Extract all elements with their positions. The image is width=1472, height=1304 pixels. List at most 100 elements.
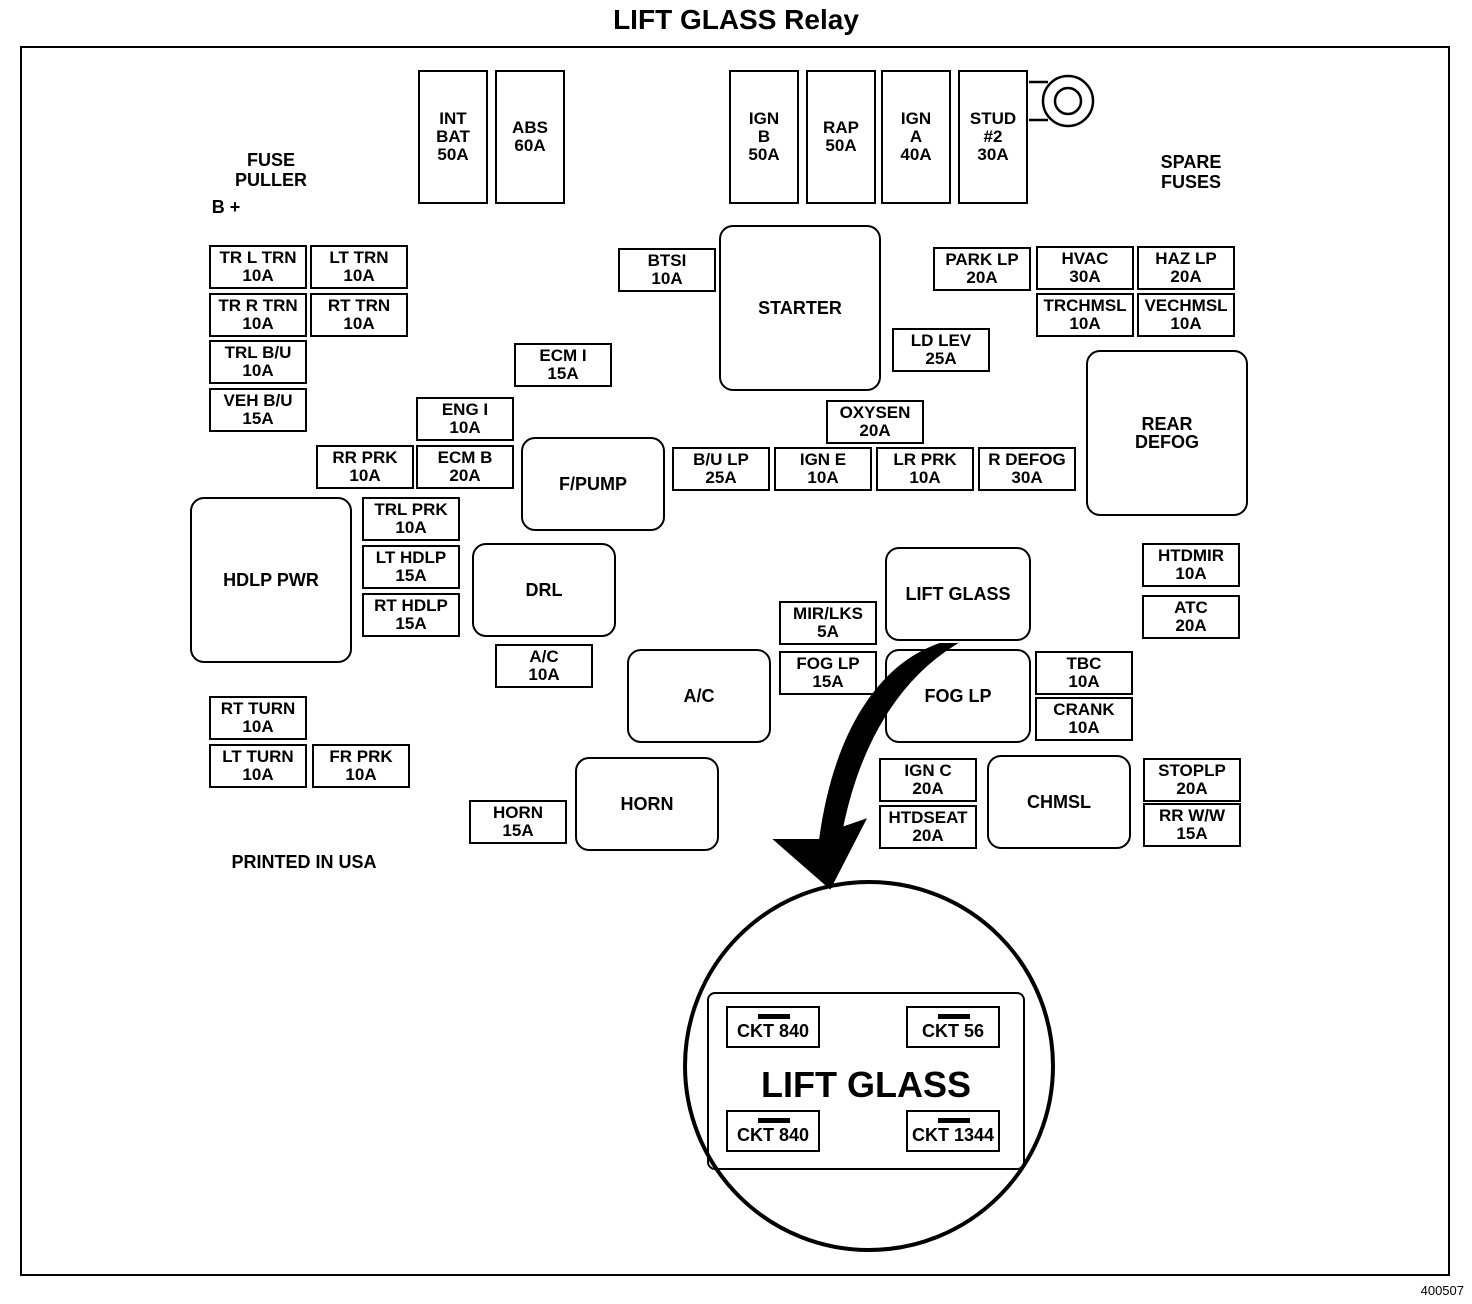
fuse-label-line: 25A xyxy=(705,468,737,487)
fuse-label-line: 15A xyxy=(1176,824,1208,843)
maxi-fuse-label-line: 40A xyxy=(900,145,932,164)
fuse-label-line: R DEFOG xyxy=(988,450,1066,469)
fuse-label-line: 10A xyxy=(343,314,375,333)
stud-terminal-inner-icon xyxy=(1053,86,1083,116)
inset-terminal-ckt-1344: CKT 1344 xyxy=(906,1110,1000,1152)
terminal-blade-icon xyxy=(938,1118,970,1123)
relay-label-line: LIFT GLASS xyxy=(905,584,1011,604)
fuse-label-line: TRL PRK xyxy=(374,500,448,519)
fuse-label-line: FOG LP xyxy=(796,654,860,673)
inset-relay-title: LIFT GLASS xyxy=(761,1064,971,1105)
fuse-label-line: BTSI xyxy=(647,251,687,270)
relay-hdlp-pwr: HDLP PWR xyxy=(190,497,352,663)
maxi-fuse-label-line: INT xyxy=(439,109,467,128)
fuse-label-line: 10A xyxy=(1068,672,1100,691)
spare-fuses-label: SPARE FUSES xyxy=(1146,152,1236,192)
fuse-label-line: OXYSEN xyxy=(839,403,911,422)
fuse-label-line: IGN C xyxy=(904,761,952,780)
fuse-label-line: 30A xyxy=(1011,468,1043,487)
fuse-label-line: RT TURN xyxy=(220,699,296,718)
maxi-fuse-label-line: ABS xyxy=(512,118,548,137)
relay-ac-relay: A/C xyxy=(627,649,771,743)
callout-arrow-icon xyxy=(772,643,959,890)
fuse-label-line: B/U LP xyxy=(693,450,749,469)
fuse-label-line: 10A xyxy=(242,717,274,736)
fuse-label-line: RR PRK xyxy=(332,448,398,467)
fuse-label-line: 10A xyxy=(242,266,274,285)
maxi-fuse-label-line: 50A xyxy=(437,145,469,164)
fuse-box-frame xyxy=(20,46,1450,1276)
relay-label-line: REAR xyxy=(1141,414,1193,434)
fuse-label-line: 15A xyxy=(395,566,427,585)
relay-f-pump: F/PUMP xyxy=(521,437,665,531)
fuse-label-line: VECHMSL xyxy=(1144,296,1228,315)
figure-id: 400507 xyxy=(1420,1283,1464,1298)
fuse-label-line: 10A xyxy=(395,518,427,537)
fuse-label-line: VEH B/U xyxy=(223,391,293,410)
inset-terminal-ckt-840-bottom: CKT 840 xyxy=(726,1110,820,1152)
fuse-label-line: 20A xyxy=(966,268,998,287)
relay-label-line: A/C xyxy=(683,686,715,706)
fuse-label-line: HORN xyxy=(492,803,544,822)
relay-horn-relay: HORN xyxy=(575,757,719,851)
fuse-label-line: RT TRN xyxy=(327,296,391,315)
fuse-label-line: 10A xyxy=(242,314,274,333)
fuse-label-line: 30A xyxy=(1069,267,1101,286)
maxi-fuse-label-line: BAT xyxy=(436,127,470,146)
fuse-label-line: TRCHMSL xyxy=(1043,296,1127,315)
fuse-label-line: HTDSEAT xyxy=(888,808,968,827)
relay-label-line: HORN xyxy=(620,794,674,814)
terminal-blade-icon xyxy=(938,1014,970,1019)
maxi-fuse-label-line: IGN xyxy=(748,109,780,128)
fuse-label-line: 10A xyxy=(242,765,274,784)
maxi-fuse-label-line: 60A xyxy=(514,136,546,155)
inset-terminal-ckt-56: CKT 56 xyxy=(906,1006,1000,1048)
relay-label-line: HDLP PWR xyxy=(223,570,319,590)
fuse-puller-label: FUSE PULLER xyxy=(226,150,316,190)
fuse-label-line: 25A xyxy=(925,349,957,368)
inset-circuit-label: CKT 840 xyxy=(736,1021,810,1041)
relay-lift-glass: LIFT GLASS xyxy=(885,547,1031,641)
fuse-label-line: TRL B/U xyxy=(224,343,292,362)
fuse-label-line: 20A xyxy=(859,421,891,440)
stud-terminal-bracket-icon xyxy=(1029,80,1048,122)
fuse-label-line: LT TURN xyxy=(222,747,294,766)
maxi-fuse-label-line: IGN xyxy=(900,109,932,128)
maxi-fuse-label-line: 30A xyxy=(977,145,1009,164)
fuse-label-line: 10A xyxy=(1170,314,1202,333)
fuse-label-line: 10A xyxy=(1175,564,1207,583)
fuse-label-line: 20A xyxy=(912,826,944,845)
fuse-label-line: LT HDLP xyxy=(375,548,447,567)
fuse-puller-line-1: FUSE xyxy=(246,150,295,170)
fuse-label-line: 10A xyxy=(1069,314,1101,333)
fuse-label-line: RR W/W xyxy=(1158,806,1226,825)
fuse-label-line: TR L TRN xyxy=(219,248,297,267)
inset-circuit-label: CKT 1344 xyxy=(911,1125,995,1145)
maxi-fuse-label-line: B xyxy=(757,127,771,146)
terminal-blade-icon xyxy=(758,1014,790,1019)
maxi-fuse-label-line: A xyxy=(909,127,923,146)
terminal-blade-icon xyxy=(758,1118,790,1123)
fuse-label-line: ENG I xyxy=(441,400,489,419)
